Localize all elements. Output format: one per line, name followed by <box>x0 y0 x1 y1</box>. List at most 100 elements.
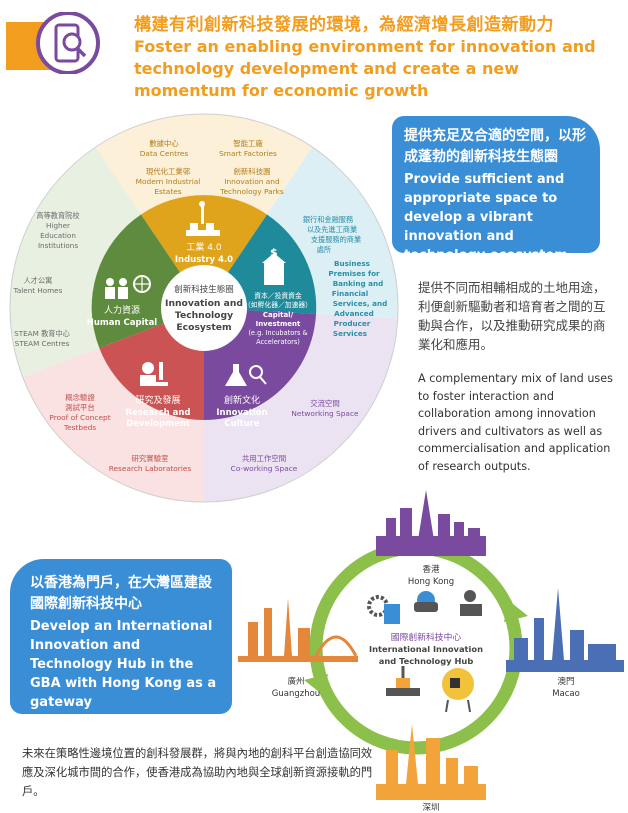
outer-bank-en5: Services, and <box>333 299 388 308</box>
outer-net-en: Networking Space <box>291 409 359 418</box>
flask-magnifier-icon <box>225 364 267 386</box>
capital-label-zh2: （如孵化器／加速器） <box>244 300 312 309</box>
person-laptop-icon <box>460 590 482 616</box>
ecosystem-center <box>161 265 247 351</box>
factory-robot-icon <box>186 201 220 236</box>
land-use-text-zh: 提供不同而相輔相成的土地用途，利便創新驅動者和培育者之間的互動與合作，以及推動研… <box>418 280 606 352</box>
hong-kong-label-zh: 香港 <box>422 564 440 575</box>
svg-text:$: $ <box>270 246 278 259</box>
outer-poc-en1: Proof of Concept <box>49 413 110 422</box>
outer-bank-en3: Banking and <box>333 279 384 288</box>
center-label-en3: Ecosystem <box>176 322 231 333</box>
outer-smart-en: Smart Factories <box>219 149 277 158</box>
guangzhou-label-en: Guangzhou <box>272 689 320 699</box>
gba-diagram: 香港 Hong Kong 廣州 Guangzhou 澳門 Macao 深圳 <box>238 490 624 813</box>
land-use-text-en: A complementary mix of land uses to fost… <box>418 372 613 473</box>
shenzhen-skyline <box>376 724 486 800</box>
outer-steam-en: STEAM Centres <box>15 339 70 348</box>
outer-smart-zh: 智能工廠 <box>233 139 263 148</box>
outer-talent-zh: 人才公寓 <box>24 276 53 285</box>
outer-bank-en2: Premises for <box>328 269 380 278</box>
outer-poc-zh2: 測試平台 <box>65 403 95 412</box>
outer-bank-zh3: 支援服務的商業 <box>311 235 361 244</box>
human-label-en: Human Capital <box>87 318 158 328</box>
building-dollar-icon: $ <box>262 246 286 285</box>
industry-label-en: Industry 4.0 <box>175 255 233 265</box>
research-label-en1: Research and <box>126 408 191 418</box>
outer-cow-zh: 共用工作空間 <box>242 454 286 463</box>
hub-label-zh: 國際創新科技中心 <box>391 631 462 643</box>
capital-label-zh: 資本／投資資金 <box>254 291 302 300</box>
arrowhead-icon <box>504 600 528 622</box>
industry-label-zh: 工業 4.0 <box>186 241 221 253</box>
people-globe-icon <box>105 275 151 299</box>
space-provision-en: Provide sufficient and appropriate space… <box>404 172 568 263</box>
robot-arm-icon <box>386 666 420 696</box>
research-label-zh: 研究及發展 <box>135 394 180 406</box>
outer-bank-en7: Producer <box>334 319 371 328</box>
outer-hei-en2: Education <box>40 231 76 240</box>
space-provision-box: 提供充足及合適的空間，以形成蓬勃的創新科技生態圈 Provide suffici… <box>392 116 600 263</box>
hong-kong-skyline <box>376 490 486 556</box>
outer-bank-en1: Business <box>334 259 370 268</box>
ecosystem-wheel: 創新科技生態圈 Innovation and Technology Ecosys… <box>9 113 399 503</box>
space-provision-zh: 提供充足及合適的空間，以形成蓬勃的創新科技生態圈 <box>404 128 586 165</box>
culture-label-en2: Culture <box>224 419 260 429</box>
macao-label-zh: 澳門 <box>557 676 574 687</box>
culture-label-en1: Innovation <box>216 408 267 418</box>
arrowhead-icon <box>304 674 328 696</box>
outer-net-zh: 交流空間 <box>310 399 340 408</box>
outer-bank-zh4: 處所 <box>317 245 331 254</box>
gear-document-icon <box>367 595 400 624</box>
outer-bank-zh1: 銀行和金融服務 <box>303 215 354 224</box>
outer-mod-zh: 現代化工業邨 <box>146 167 191 176</box>
outer-poc-en2: Testbeds <box>63 423 96 432</box>
outer-steam-zh: STEAM 教育中心 <box>14 329 70 338</box>
innovation-phone-icon <box>6 12 100 74</box>
outer-cow-en: Co-working Space <box>231 464 298 473</box>
outer-bank-zh2: 以及先進工商業 <box>307 225 357 234</box>
research-label-en2: Development <box>126 419 190 429</box>
outer-mod-en1: Modern Industrial <box>136 177 201 186</box>
capital-label-en1: Capital/ <box>263 311 294 319</box>
guangzhou-label-zh: 廣州 <box>287 676 304 687</box>
outer-lab-en: Research Laboratories <box>109 464 192 473</box>
gba-hub-box: 以香港為門戶，在大灣區建設國際創新科技中心 Develop an Interna… <box>10 559 232 714</box>
outer-data-en: Data Centres <box>140 149 189 158</box>
capital-label-en3: (e.g. Incubators & <box>248 329 307 337</box>
page-title-en: Foster an enabling environment for innov… <box>134 37 596 100</box>
page-title-zh: 構建有利創新科技發展的環境，為經濟增長創造新動力 <box>134 15 554 35</box>
capital-label-en4: Accelerators) <box>256 338 300 346</box>
macao-label-en: Macao <box>552 689 580 699</box>
outer-bank-en4: Financial <box>332 289 369 298</box>
capital-label-en2: Investment <box>256 320 301 328</box>
outer-lab-zh: 研究實驗室 <box>132 454 169 463</box>
outer-talent-en: Talent Homes <box>13 286 63 295</box>
human-label-zh: 人力資源 <box>104 304 140 316</box>
bottom-text-zh: 未來在策略性邊境位置的創科發展群，將與內地的創科平台創造協同效應及深化城市間的合… <box>22 747 373 798</box>
outer-itp-en2: Technology Parks <box>219 187 284 196</box>
chip-globe-icon <box>442 668 474 713</box>
outer-itp-zh: 創新科技園 <box>234 167 271 176</box>
hong-kong-label-en: Hong Kong <box>408 577 454 587</box>
outer-mod-en2: Estates <box>154 187 181 196</box>
gba-hub-en: Develop an International Innovation and … <box>30 619 217 710</box>
center-label-en1: Innovation and <box>165 298 243 309</box>
guangzhou-skyline <box>238 598 358 662</box>
hub-label-en2: and Technology Hub <box>379 656 474 666</box>
vr-headset-icon <box>414 591 438 612</box>
outer-bank-en6: Advanced <box>334 309 374 318</box>
gba-hub-zh: 以香港為門戶，在大灣區建設國際創新科技中心 <box>30 575 212 612</box>
outer-hei-en1: Higher <box>46 221 70 230</box>
outer-poc-zh1: 概念驗證 <box>65 393 95 402</box>
culture-label-zh: 創新文化 <box>224 394 260 406</box>
outer-bank-en8: Services <box>333 329 367 338</box>
center-label-en2: Technology <box>175 310 233 321</box>
shenzhen-label-zh: 深圳 <box>422 802 439 813</box>
outer-data-zh: 數據中心 <box>149 139 179 148</box>
outer-hei-en3: Institutions <box>38 241 78 250</box>
researcher-microscope-icon <box>140 362 168 386</box>
outer-hei-zh: 高等教育院校 <box>36 211 79 220</box>
macao-skyline <box>506 588 624 672</box>
center-label-zh: 創新科技生態圈 <box>174 284 234 295</box>
